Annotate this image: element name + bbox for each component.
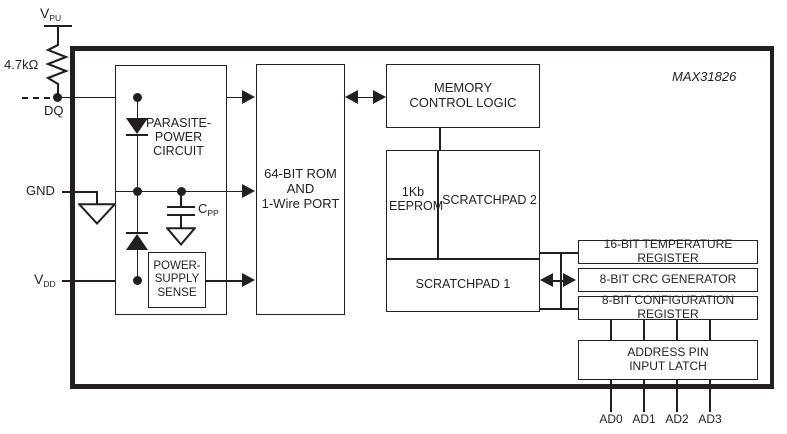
rom-port-line1: 64-BIT ROM	[264, 166, 337, 182]
sense-output-wire	[205, 280, 242, 282]
ad1-pin-label: AD1	[632, 412, 656, 426]
vdd-arrow-into-rom	[242, 273, 255, 287]
parasite-internal-bus-to-vdd	[136, 249, 139, 281]
configuration-register-wire	[560, 308, 578, 310]
memctrl-to-memory-wire	[439, 128, 441, 150]
gnd-wire-horizontal	[62, 191, 98, 193]
ad2-pin-label: AD2	[665, 412, 689, 426]
diode-top-bar	[126, 133, 149, 136]
cpp-label: CPP	[198, 201, 219, 218]
latch-connector-3	[709, 320, 711, 340]
eeprom-line1: 1Kb	[401, 185, 425, 199]
rom-memctrl-arrow-right	[373, 89, 386, 104]
memory-array-horizontal-divider	[386, 258, 540, 260]
diode-bottom-bar	[126, 232, 149, 235]
crc-bus-wire	[546, 280, 564, 282]
diode-bottom-symbol	[126, 233, 149, 250]
address-latch-line1: ADDRESS PIN	[627, 345, 709, 360]
power-supply-sense-line1: POWER-	[153, 260, 201, 273]
ad3-pin-label: AD3	[698, 412, 722, 426]
cpp-ground-symbol	[166, 227, 196, 246]
eeprom-label: 1Kb EEPROM	[389, 185, 444, 214]
parasite-internal-bus-top	[136, 96, 139, 119]
crc-generator-block[interactable]: 8-BIT CRC GENERATOR	[578, 268, 758, 292]
gnd-wire-vertical	[96, 191, 98, 204]
cpp-top-lead	[180, 191, 182, 207]
crc-arrow-right	[563, 273, 576, 287]
eeprom-line2: EEPROM	[389, 198, 444, 213]
vpu-label-subscript: PU	[49, 12, 62, 23]
rom-port-line3: 1-Wire PORT	[261, 195, 340, 211]
temperature-register-block[interactable]: 16-BIT TEMPERATURE REGISTER	[578, 237, 758, 265]
power-supply-sense-line3: SENSE	[157, 286, 197, 299]
crc-generator-label: 8-BIT CRC GENERATOR	[599, 272, 737, 287]
crc-arrow-left	[540, 273, 553, 287]
pullup-resistor-symbol	[45, 41, 69, 93]
dq-pin-label: DQ	[44, 103, 64, 118]
parasite-power-line2: POWER	[154, 129, 203, 144]
configuration-register-block[interactable]: 8-BIT CONFIGURATION REGISTER	[578, 293, 758, 321]
memory-control-line1: MEMORY	[433, 80, 493, 96]
gnd-arrow-into-rom	[242, 183, 255, 198]
chip-boundary-top	[70, 46, 774, 51]
scratchpad1-label: SCRATCHPAD 1	[415, 277, 511, 291]
scratchpad2-label: SCRATCHPAD 2	[442, 193, 537, 207]
memory-control-logic-block[interactable]: MEMORY CONTROL LOGIC	[386, 64, 540, 128]
rom-1wire-port-block[interactable]: 64-BIT ROM AND 1-Wire PORT	[256, 64, 345, 315]
memory-bus-stub-bottom	[540, 308, 562, 310]
memory-control-line2: CONTROL LOGIC	[409, 95, 517, 110]
dq-external-dashed-wire	[22, 97, 50, 99]
vpu-label-text: V	[40, 5, 50, 21]
memory-array-vertical-divider	[437, 150, 439, 258]
parasite-dq-node-dot	[132, 92, 142, 102]
power-supply-sense-block[interactable]: POWER- SUPPLY SENSE	[148, 252, 206, 308]
rom-memctrl-arrow-left	[345, 89, 358, 104]
address-latch-line2: INPUT LATCH	[629, 359, 707, 373]
parasite-power-line1: PARASITE-	[146, 116, 212, 130]
power-supply-sense-line2: SUPPLY	[154, 273, 200, 286]
ad2-pin-wire	[676, 380, 678, 412]
parasite-vdd-node-dot	[132, 276, 142, 285]
configuration-register-label: 8-BIT CONFIGURATION REGISTER	[601, 293, 735, 321]
chip-boundary-right	[769, 46, 774, 389]
chip-boundary-left	[70, 46, 75, 389]
latch-connector-1	[643, 320, 645, 340]
resistor-value-label: 4.7kΩ	[4, 57, 39, 72]
latch-connector-2	[676, 320, 678, 340]
chip-boundary-bottom	[70, 384, 774, 389]
address-pin-input-latch-block[interactable]: ADDRESS PIN INPUT LATCH	[578, 340, 758, 380]
cpp-plate-bottom	[167, 213, 195, 216]
vdd-label-text: V	[34, 271, 44, 287]
ad0-pin-wire	[610, 380, 612, 412]
memory-array-block	[386, 150, 540, 312]
cpp-bottom-lead	[180, 215, 182, 228]
ad0-pin-label: AD0	[599, 412, 623, 426]
part-number-label: MAX31826	[672, 69, 737, 84]
rom-to-memctrl-wire	[352, 96, 380, 99]
vdd-label-subscript: DD	[43, 278, 56, 289]
ad3-pin-wire	[709, 380, 711, 412]
cpp-label-text: C	[198, 201, 208, 216]
parasite-internal-bus-bottom	[136, 191, 139, 233]
latch-connector-0	[610, 320, 612, 340]
ground-symbol	[78, 203, 116, 225]
cpp-label-subscript: PP	[207, 207, 219, 218]
parasite-power-circuit-label: PARASITE- POWER CIRCUIT	[146, 116, 212, 158]
temperature-register-wire	[560, 252, 578, 254]
vdd-pin-label: VDD	[34, 271, 56, 289]
memory-bus-stub-top	[540, 252, 562, 254]
gnd-pin-label: GND	[26, 183, 55, 198]
parasite-power-line3: CIRCUIT	[153, 143, 204, 158]
dq-arrow-into-rom	[242, 89, 255, 104]
diode-top-symbol	[126, 118, 149, 134]
temperature-register-label: 16-BIT TEMPERATURE REGISTER	[603, 237, 733, 265]
rom-port-line2: AND	[286, 181, 315, 197]
cpp-plate-top	[167, 206, 195, 209]
vpu-lead-wire	[57, 25, 59, 43]
ad1-pin-wire	[643, 380, 645, 412]
vpu-label: VPU	[40, 5, 62, 23]
parasite-internal-bus-mid	[136, 135, 139, 191]
